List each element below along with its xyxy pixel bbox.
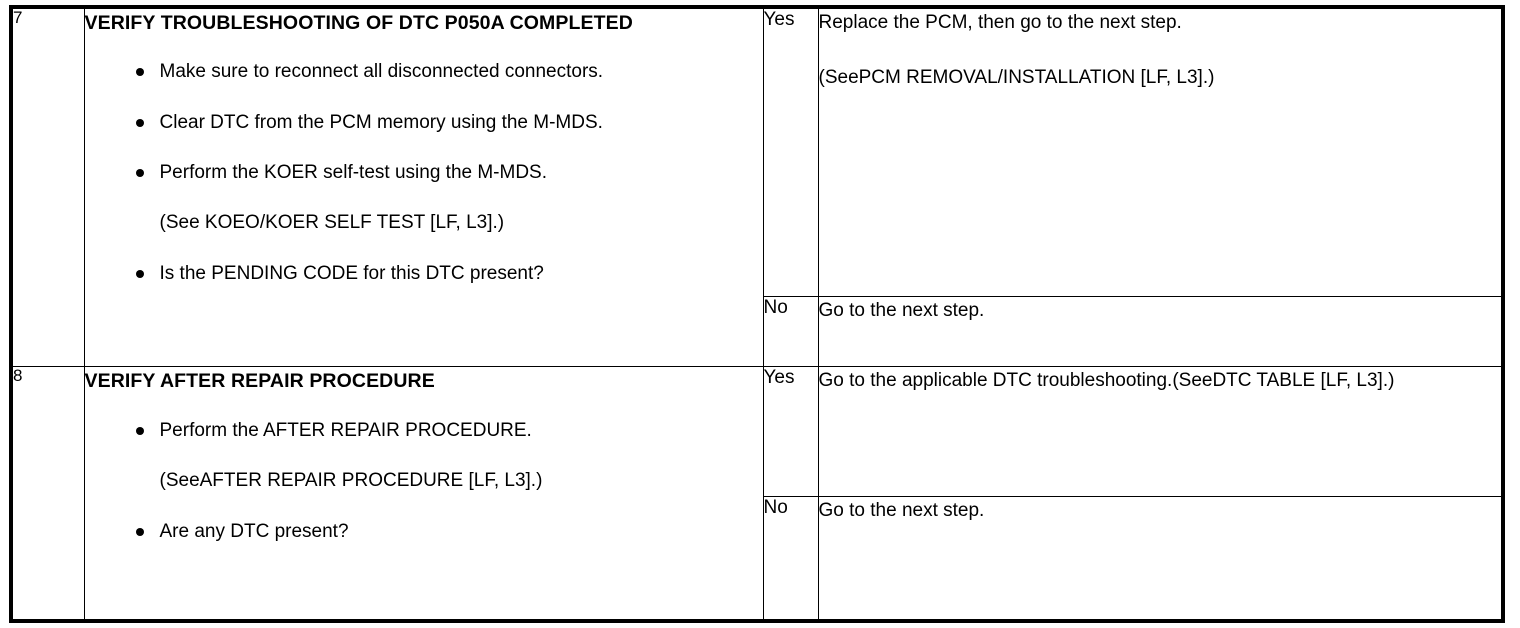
list-item-label: Perform the KOER self-test using the M-M…: [159, 162, 548, 184]
list-item-label: Make sure to reconnect all disconnected …: [159, 61, 604, 83]
action-item-list: Make sure to reconnect all disconnected …: [85, 57, 763, 289]
cross-reference-note: (See KOEO/KOER SELF TEST [LF, L3].): [159, 212, 505, 234]
bullet-dot-icon: [135, 169, 144, 178]
step-number: 7: [13, 8, 23, 27]
result-action-no-7: Go to the next step.: [817, 295, 1504, 368]
result-text: Go to the applicable DTC troubleshooting…: [818, 370, 1395, 392]
list-item: Perform the KOER self-test using the M-M…: [85, 158, 763, 188]
result-label-no-8: No: [762, 496, 819, 622]
result-label: Yes: [763, 367, 795, 389]
bullet-dot-icon: [135, 68, 144, 77]
table-row: No Go to the next step.: [11, 496, 1504, 622]
result-action-no-8: Go to the next step.: [817, 496, 1504, 622]
result-label: No: [763, 297, 788, 318]
list-item-label: Is the PENDING CODE for this DTC present…: [159, 262, 544, 284]
bullet-dot-icon: [135, 426, 144, 435]
list-item: Are any DTC present?: [85, 517, 763, 547]
list-item: Is the PENDING CODE for this DTC present…: [85, 259, 763, 289]
action-cell-7: VERIFY TROUBLESHOOTING OF DTC P050A COMP…: [83, 6, 764, 368]
bullet-dot-icon: [135, 118, 144, 127]
result-label-yes-7: Yes: [762, 6, 819, 297]
table-row: No Go to the next step.: [11, 295, 1504, 368]
table-row: 8 VERIFY AFTER REPAIR PROCEDURE Perform …: [10, 366, 1504, 622]
bullet-dot-icon: [135, 527, 144, 536]
cross-reference-note: (SeeAFTER REPAIR PROCEDURE [LF, L3].): [159, 470, 543, 492]
action-item-list: Perform the AFTER REPAIR PROCEDURE. (See…: [85, 416, 763, 547]
result-label-yes-8: Yes: [762, 366, 819, 498]
list-item-label: Are any DTC present?: [159, 520, 349, 542]
result-text: Go to the next step.: [818, 500, 985, 522]
list-item-label: Clear DTC from the PCM memory using the …: [159, 111, 603, 133]
list-item: Clear DTC from the PCM memory using the …: [85, 108, 763, 138]
result-action-yes-8: Go to the applicable DTC troubleshooting…: [817, 366, 1504, 498]
step-number: 8: [13, 366, 23, 386]
action-cell-8: VERIFY AFTER REPAIR PROCEDURE Perform th…: [83, 366, 764, 622]
dtc-troubleshooting-table: 7 VERIFY TROUBLESHOOTING OF DTC P050A CO…: [9, 5, 1505, 623]
table-body: 7 VERIFY TROUBLESHOOTING OF DTC P050A CO…: [10, 6, 1504, 622]
result-label-no-7: No: [762, 295, 819, 368]
result-reference: (SeePCM REMOVAL/INSTALLATION [LF, L3].): [818, 66, 1215, 88]
result-action-yes-7: Replace the PCM, then go to the next ste…: [817, 6, 1504, 297]
list-item: Perform the AFTER REPAIR PROCEDURE.: [85, 416, 763, 446]
step-number-cell-7: 7: [10, 6, 85, 368]
list-item: Make sure to reconnect all disconnected …: [85, 57, 763, 87]
table-row: 7 VERIFY TROUBLESHOOTING OF DTC P050A CO…: [10, 6, 1504, 368]
step-number-cell-8: 8: [10, 366, 85, 622]
result-label: No: [763, 497, 788, 519]
bullet-dot-icon: [135, 269, 144, 278]
action-title: VERIFY TROUBLESHOOTING OF DTC P050A COMP…: [84, 12, 633, 34]
action-title: VERIFY AFTER REPAIR PROCEDURE: [84, 370, 435, 393]
list-item-label: Perform the AFTER REPAIR PROCEDURE.: [159, 419, 532, 441]
result-text: Replace the PCM, then go to the next ste…: [818, 12, 1182, 33]
result-text: Go to the next step.: [818, 300, 985, 321]
result-label: Yes: [763, 9, 795, 30]
